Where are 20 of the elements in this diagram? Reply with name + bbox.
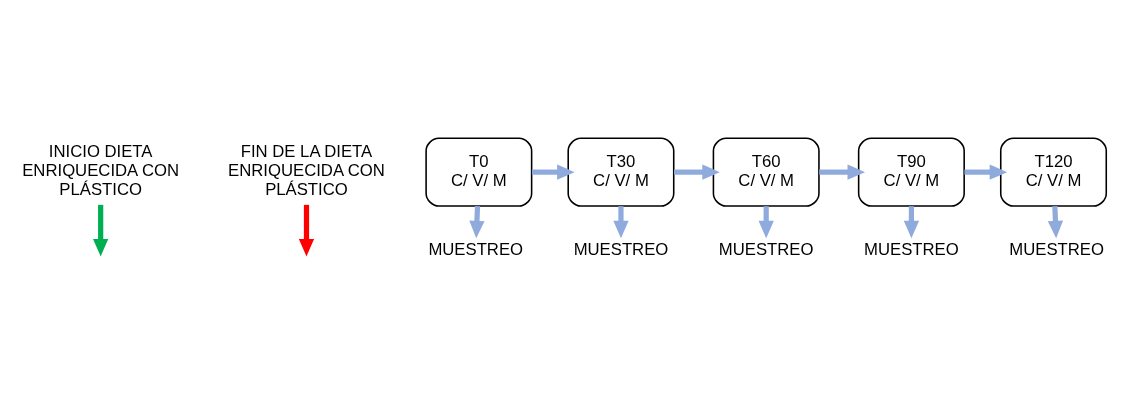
node-box: T60 C/ V/ M xyxy=(712,137,820,207)
node-box: T120 C/ V/ M xyxy=(999,137,1108,207)
node-text: MUESTREO xyxy=(1009,239,1104,259)
node-box: T0 C/ V/ M xyxy=(425,137,533,207)
node-text: MUESTREO xyxy=(428,239,524,259)
arrow xyxy=(1047,206,1064,239)
arrow xyxy=(964,164,1008,180)
node-text: MUESTREO xyxy=(718,239,814,259)
node-box: T30 C/ V/ M xyxy=(567,137,675,207)
arrow xyxy=(298,204,315,257)
arrow xyxy=(819,164,865,180)
node-box: T90 C/ V/ M xyxy=(857,137,965,207)
node-text: MUESTREO xyxy=(573,239,669,259)
arrow xyxy=(613,206,629,239)
node-text: MUESTREO xyxy=(864,239,959,259)
node-text: INICIO DIETA ENRIQUECIDA CON PLÁSTICO xyxy=(22,142,180,199)
arrow xyxy=(93,204,109,257)
node-text: FIN DE LA DIETA ENRIQUECIDA CON PLÁSTICO xyxy=(228,142,385,199)
arrow xyxy=(674,164,720,180)
arrow xyxy=(531,164,575,180)
